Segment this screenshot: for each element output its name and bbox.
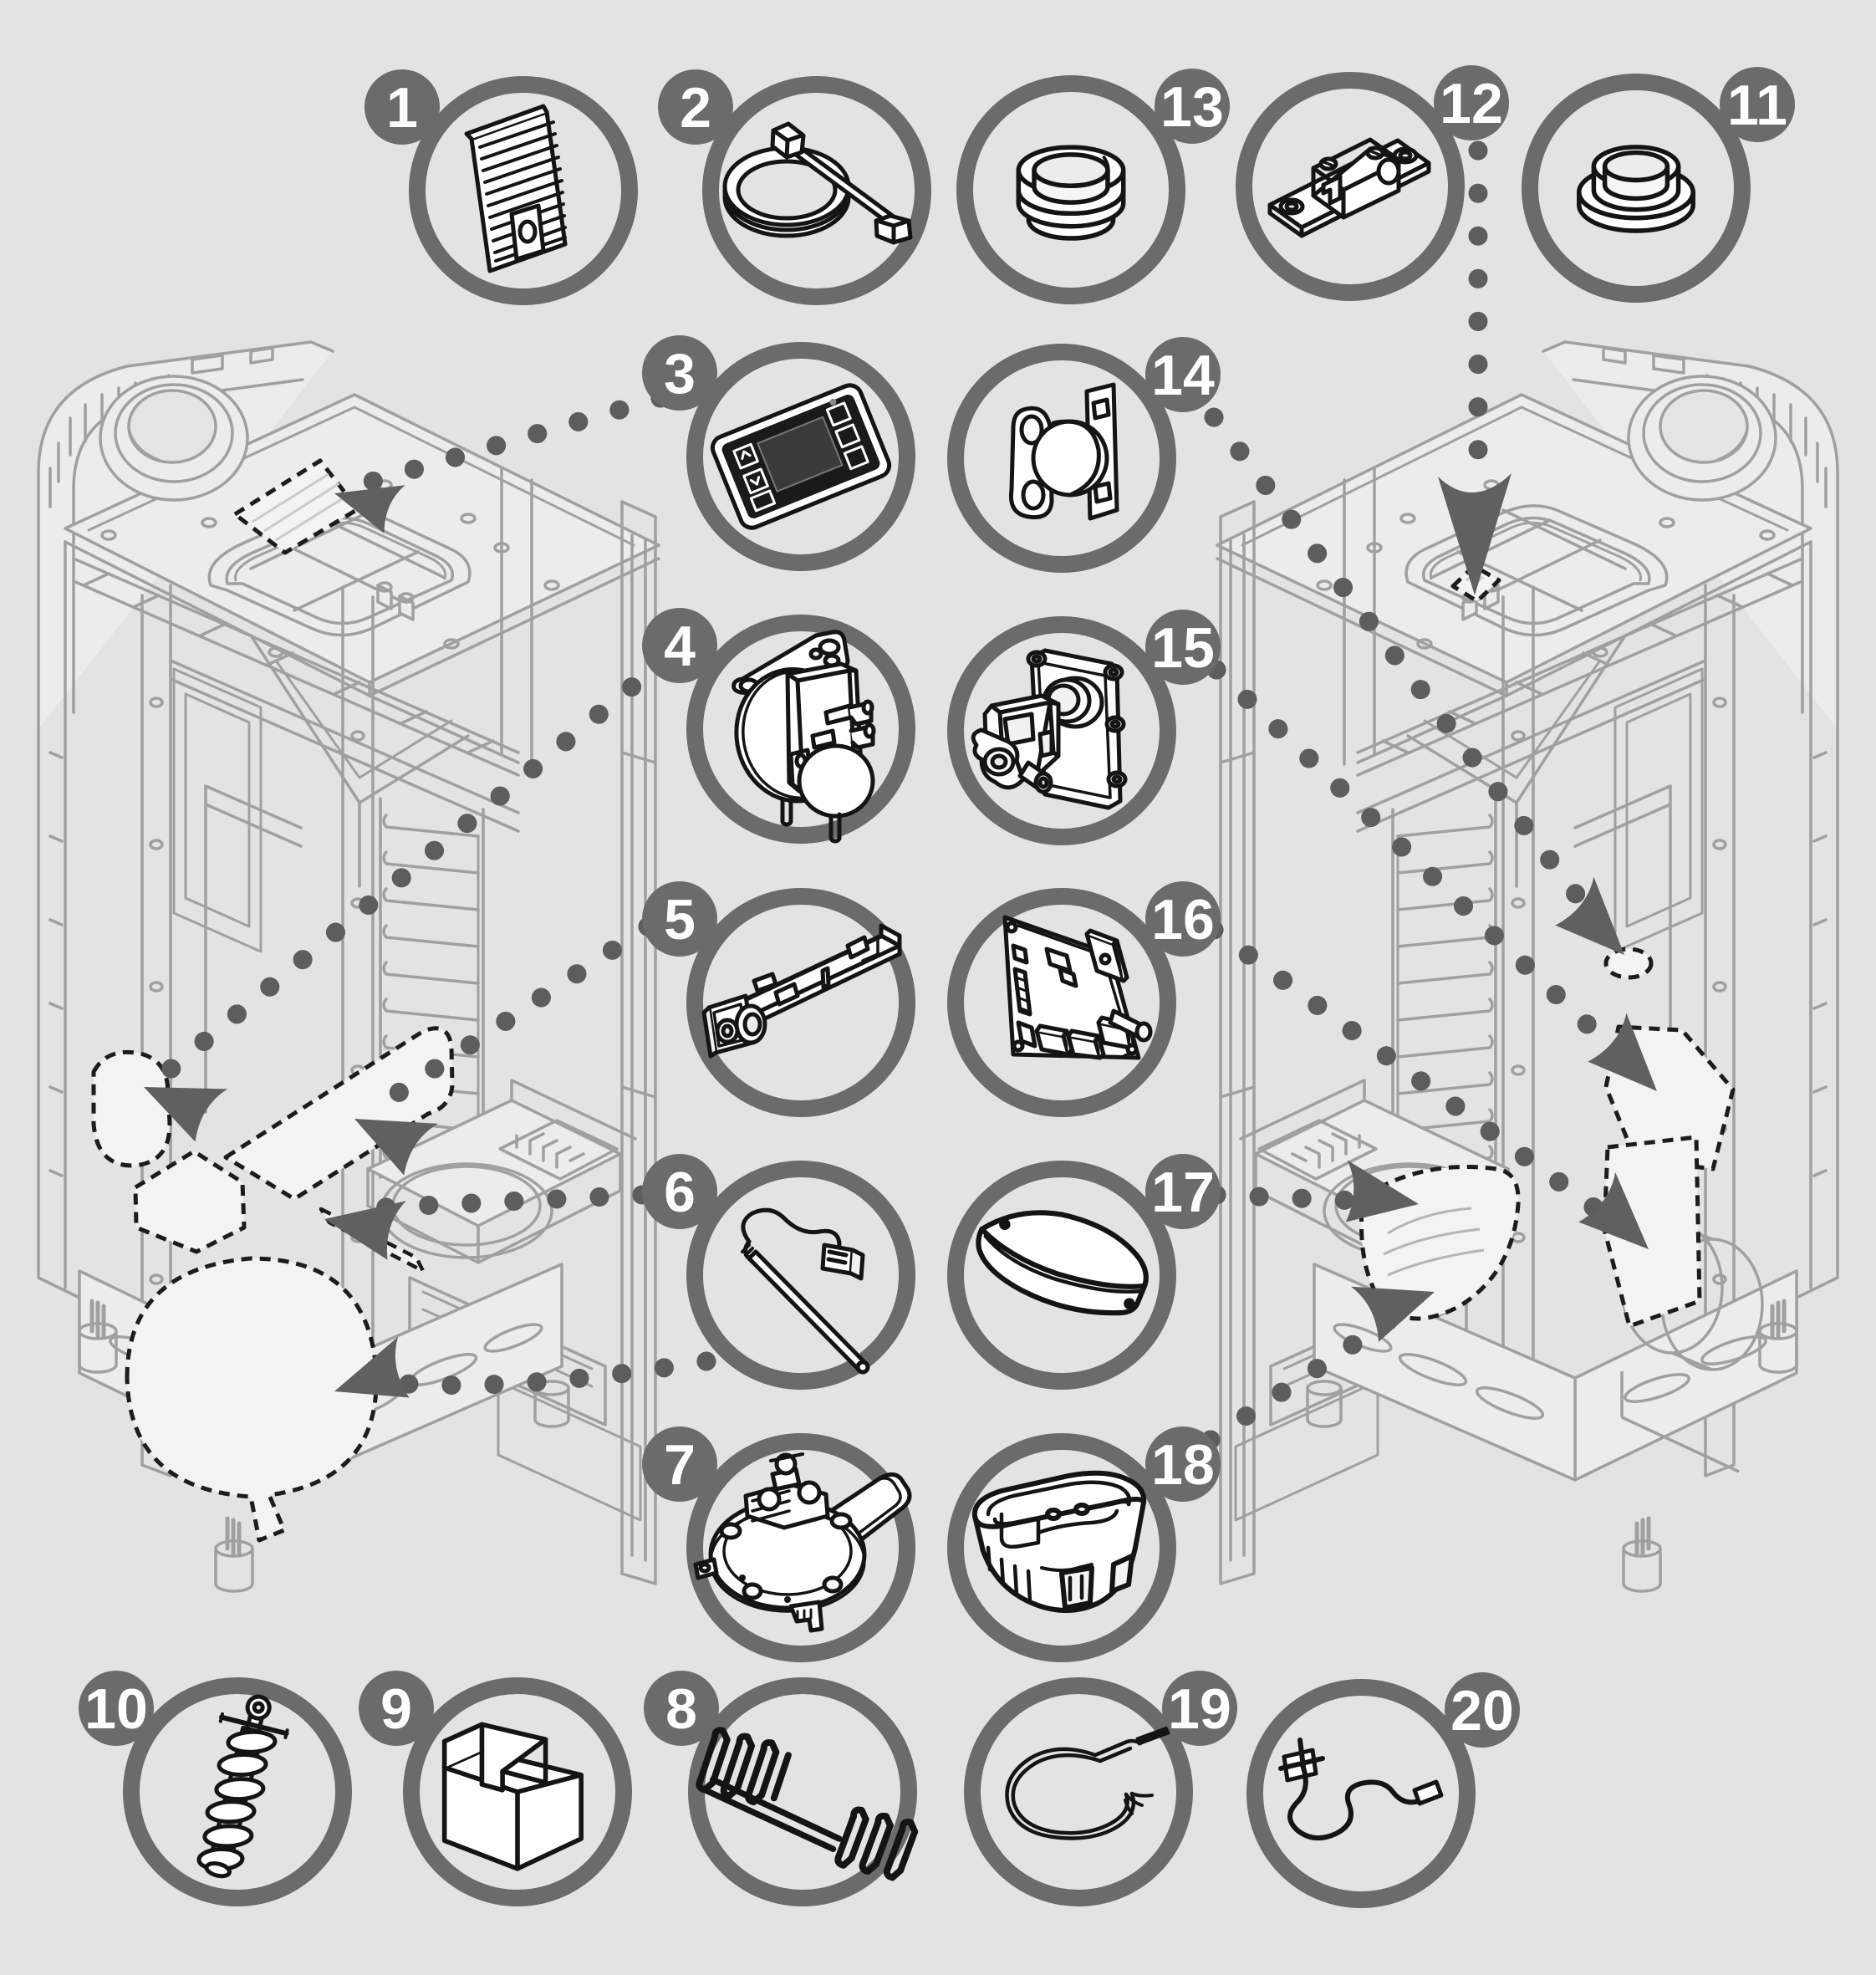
svg-text:6: 6 (664, 1161, 696, 1224)
svg-text:3: 3 (664, 342, 696, 406)
svg-text:17: 17 (1151, 1161, 1215, 1224)
svg-text:18: 18 (1151, 1433, 1215, 1497)
svg-text:12: 12 (1440, 72, 1503, 135)
svg-text:20: 20 (1450, 1679, 1514, 1743)
svg-text:9: 9 (380, 1677, 412, 1741)
svg-text:10: 10 (84, 1677, 148, 1741)
svg-text:8: 8 (665, 1677, 697, 1741)
svg-text:14: 14 (1151, 344, 1215, 407)
svg-text:11: 11 (1727, 74, 1787, 137)
svg-text:7: 7 (664, 1433, 696, 1497)
svg-text:5: 5 (664, 888, 696, 952)
svg-text:19: 19 (1168, 1677, 1231, 1741)
svg-text:4: 4 (664, 615, 696, 678)
svg-text:16: 16 (1151, 888, 1215, 952)
svg-text:13: 13 (1160, 75, 1224, 139)
svg-text:15: 15 (1151, 616, 1215, 680)
svg-text:2: 2 (680, 76, 711, 140)
svg-text:1: 1 (386, 76, 418, 140)
